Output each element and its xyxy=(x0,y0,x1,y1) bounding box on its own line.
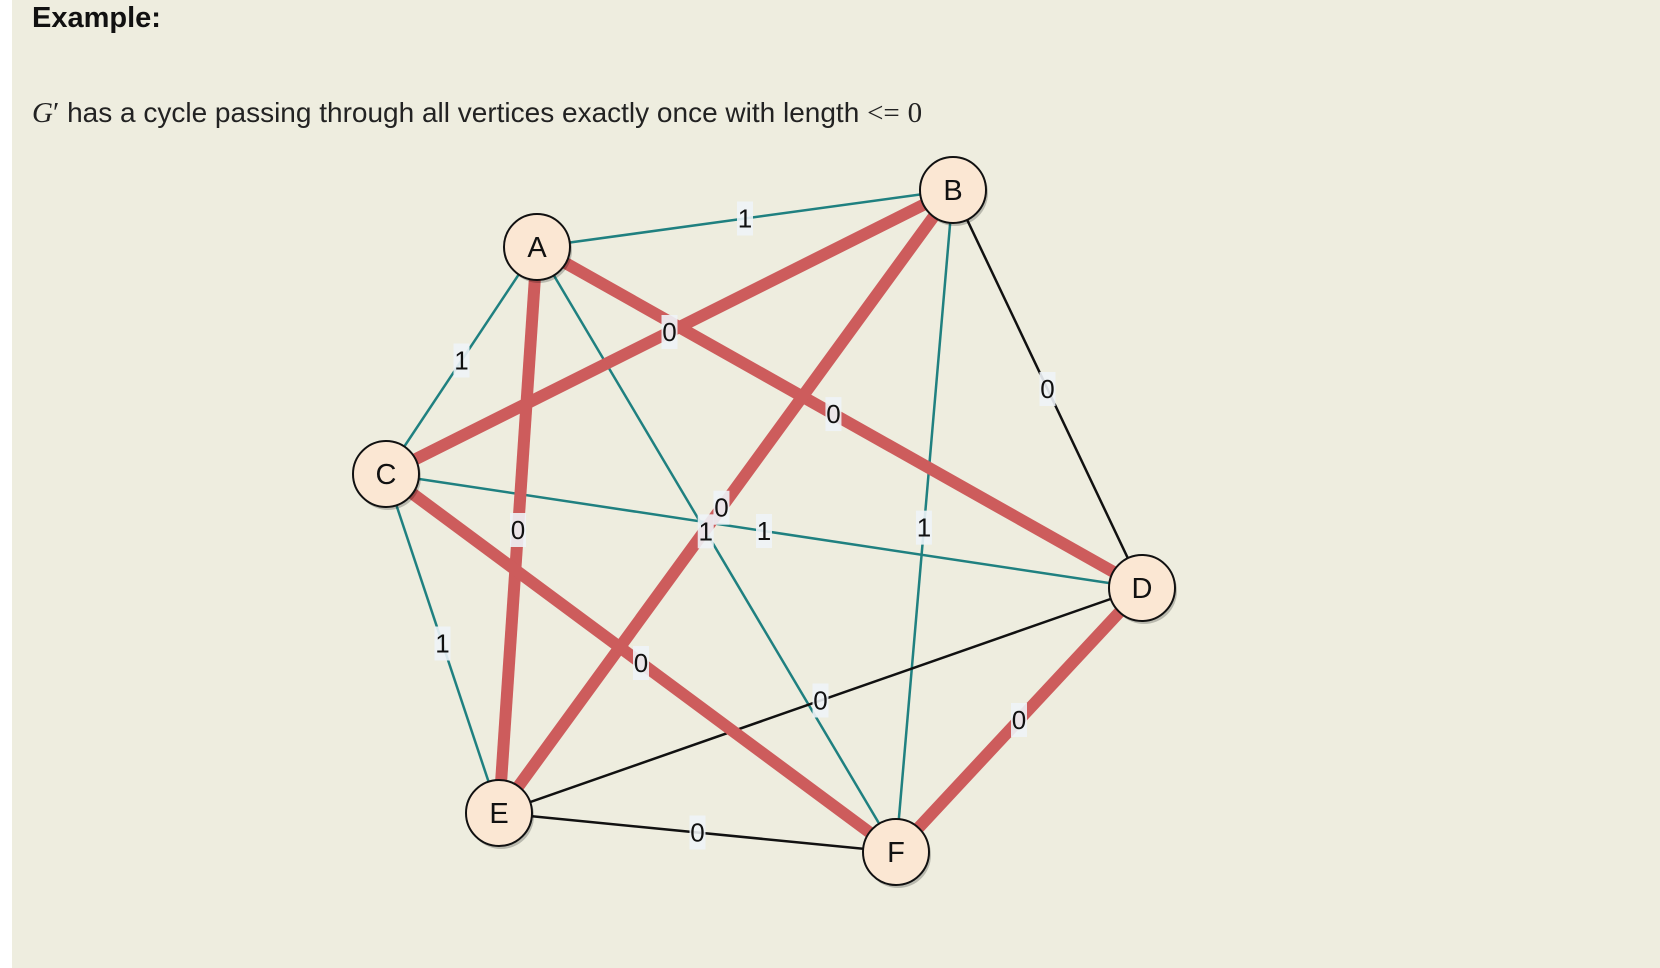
edge-label-b-e: 0 xyxy=(713,490,730,525)
edge-label-background xyxy=(661,315,678,349)
edge-label-background xyxy=(1011,703,1027,737)
edge-weight-text: 0 xyxy=(813,686,827,716)
nodes-layer: A B C D E F xyxy=(352,156,1177,888)
edge-weight-text: 0 xyxy=(1012,705,1026,735)
problem-statement: G′ has a cycle passing through all verti… xyxy=(32,97,922,130)
edge-weight-text: 0 xyxy=(714,493,728,523)
edge-label-background xyxy=(434,626,451,661)
edge-label-background xyxy=(689,815,706,850)
node-circle xyxy=(503,213,571,281)
edge-label-background xyxy=(915,510,932,545)
edge-weight-text: 1 xyxy=(738,204,752,234)
edge-weight-text: 1 xyxy=(454,346,468,376)
edge-weight-text: 1 xyxy=(757,516,771,546)
edge-label-background xyxy=(697,514,714,549)
node-circle xyxy=(919,156,987,224)
node-label: D xyxy=(1132,573,1153,605)
edge-label-b-d: 0 xyxy=(1039,372,1056,406)
node-circle xyxy=(352,440,420,508)
graph-symbol: G xyxy=(32,97,53,129)
node-label: C xyxy=(376,459,397,491)
edge-label-background xyxy=(510,513,526,547)
edge-label-a-d: 0 xyxy=(825,397,842,432)
edge-label-b-c: 0 xyxy=(661,315,678,349)
edge-label-background xyxy=(825,397,842,432)
edge-weight-text: 0 xyxy=(634,648,648,678)
edge-label-background xyxy=(756,514,772,548)
node-e: E xyxy=(465,779,534,849)
edge-label-a-f: 1 xyxy=(697,514,714,549)
node-label: F xyxy=(887,837,905,869)
node-circle xyxy=(1108,554,1176,622)
example-heading: Example: xyxy=(32,2,161,34)
edge-label-c-e: 1 xyxy=(434,626,451,661)
node-d: D xyxy=(1108,554,1177,624)
edge-label-d-f: 0 xyxy=(1011,703,1027,737)
node-f: F xyxy=(862,818,931,888)
edge-label-a-c: 1 xyxy=(453,343,470,378)
prime-mark: ′ xyxy=(52,97,60,129)
node-circle xyxy=(862,818,930,886)
edge-label-a-b: 1 xyxy=(737,201,753,236)
length-bound: 0 xyxy=(907,97,923,129)
edge-label-e-f: 0 xyxy=(689,815,706,850)
edge-weight-text: 0 xyxy=(1040,374,1054,404)
edge-label-background xyxy=(633,646,649,680)
node-label: E xyxy=(489,798,508,830)
node-b: B xyxy=(919,156,988,226)
node-a: A xyxy=(503,213,572,283)
edge-weight-text: 1 xyxy=(435,629,449,659)
edge-label-background xyxy=(1039,372,1056,406)
edge-label-background xyxy=(453,343,470,378)
node-label: B xyxy=(943,175,962,207)
node-circle xyxy=(465,779,533,847)
edge-label-d-e: 0 xyxy=(812,683,829,718)
edge-weight-text: 0 xyxy=(511,515,525,545)
relation-symbol: <= xyxy=(867,97,900,129)
edge-weight-text: 0 xyxy=(690,818,704,848)
edge-label-background xyxy=(812,683,829,718)
statement-text: has a cycle passing through all vertices… xyxy=(59,97,868,128)
edge-weight-text: 1 xyxy=(917,513,931,543)
edge-weight-text: 0 xyxy=(826,399,840,429)
edge-label-b-f: 1 xyxy=(915,510,932,545)
node-label: A xyxy=(527,232,547,264)
edge-label-background xyxy=(737,201,753,236)
edge-label-background xyxy=(713,490,730,525)
edge-label-c-f: 0 xyxy=(633,646,649,680)
edge-weight-text: 1 xyxy=(698,516,712,546)
edge-weight-text: 0 xyxy=(662,317,676,347)
edge-label-a-e: 0 xyxy=(510,513,526,547)
edge-a-f xyxy=(535,246,898,853)
edge-label-c-d: 1 xyxy=(756,514,772,548)
node-c: C xyxy=(352,440,421,510)
